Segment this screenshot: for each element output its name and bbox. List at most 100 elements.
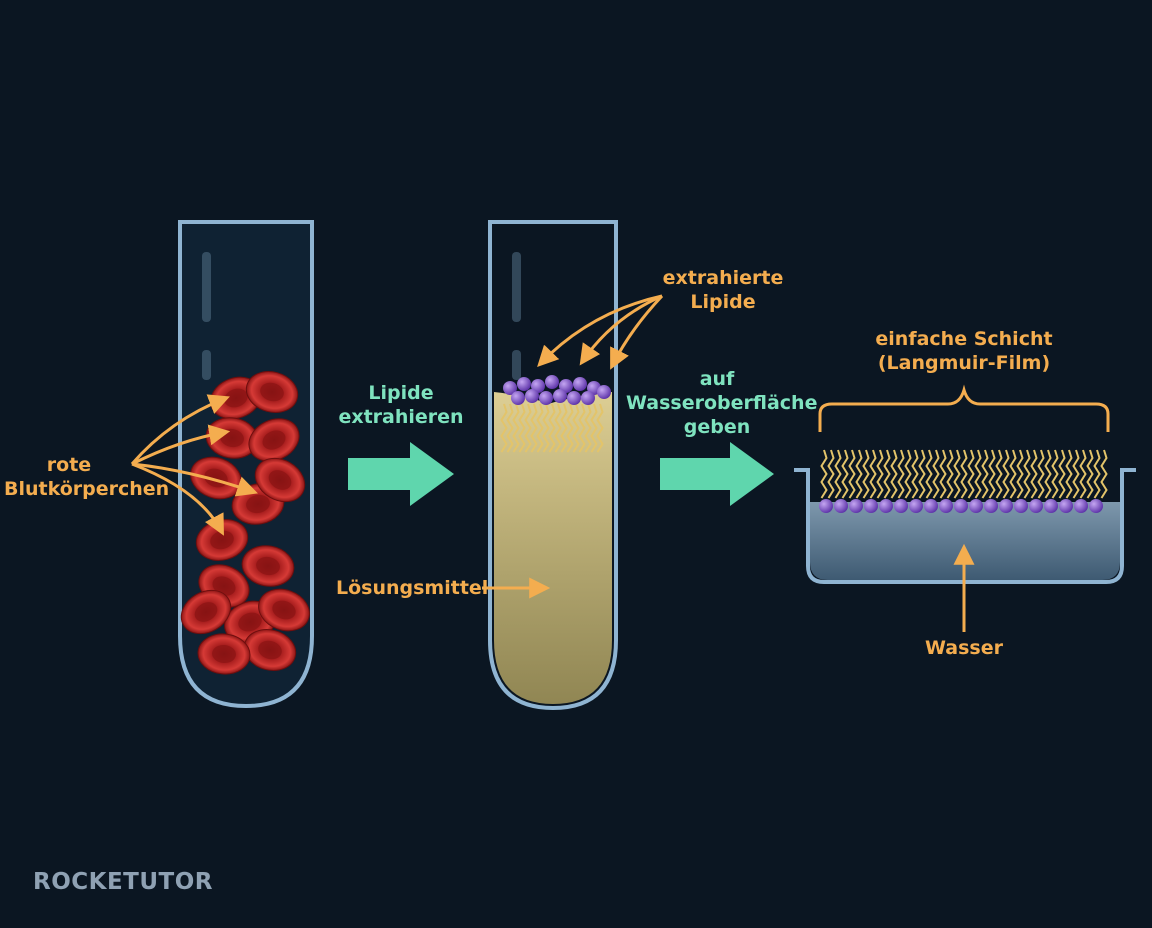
monolayer-tail — [1002, 449, 1010, 499]
lipid-head — [553, 389, 567, 403]
monolayer-head — [1029, 499, 1043, 513]
lipid-head — [545, 375, 559, 389]
extracted-lipid-heads — [503, 375, 611, 405]
lipid-tails-in-solvent — [500, 403, 604, 453]
cell-dimple — [238, 612, 262, 632]
brand-logo: ROCKETUTOR — [33, 869, 213, 895]
monolayer-heads — [819, 499, 1103, 513]
monolayer-head — [909, 499, 923, 513]
label-water: Wasser — [925, 637, 1003, 659]
cell-dimple — [272, 600, 296, 620]
lipid-head — [573, 377, 587, 391]
monolayer-tail — [1016, 449, 1024, 499]
lipid-head — [597, 385, 611, 399]
step-arrow-2 — [660, 442, 774, 506]
lipid-pointer-arrows — [537, 294, 664, 370]
red-blood-cell — [241, 545, 295, 587]
lipid-tail — [596, 403, 604, 453]
cell-dimple — [212, 644, 236, 664]
cell-dimple — [262, 430, 286, 450]
lipid-tail — [578, 403, 586, 453]
monolayer-head — [984, 499, 998, 513]
monolayer-head — [1089, 499, 1103, 513]
monolayer-head — [834, 499, 848, 513]
monolayer-tail — [932, 449, 940, 499]
lipid-tail — [548, 403, 556, 453]
test-tube-solvent — [488, 220, 618, 711]
monolayer-tail — [918, 449, 926, 499]
label-monolayer: einfache Schicht(Langmuir-Film) — [875, 328, 1053, 374]
cell-dimple — [194, 602, 218, 622]
red-blood-cell — [197, 633, 251, 675]
cell-dimple — [268, 470, 292, 490]
monolayer-head — [894, 499, 908, 513]
monolayer-tail — [974, 449, 982, 499]
lipid-head — [511, 391, 525, 405]
cell-dimple — [246, 494, 270, 514]
monolayer-tail — [1086, 449, 1094, 499]
monolayer-tail — [1058, 449, 1066, 499]
monolayer-head — [879, 499, 893, 513]
cell-dimple — [258, 640, 282, 660]
cell-dimple — [224, 388, 248, 408]
monolayer-tail — [869, 449, 877, 499]
lipid-tail — [590, 403, 598, 453]
monolayer-head — [939, 499, 953, 513]
monolayer-head — [1059, 499, 1073, 513]
monolayer-tail — [988, 449, 996, 499]
monolayer-head — [999, 499, 1013, 513]
lipid-tail — [560, 403, 568, 453]
monolayer-tail — [1072, 449, 1080, 499]
monolayer-tail — [960, 449, 968, 499]
monolayer-tail — [841, 449, 849, 499]
red-blood-cell — [245, 371, 299, 413]
monolayer-head — [1044, 499, 1058, 513]
lipid-tail — [518, 403, 526, 453]
monolayer-tail — [827, 449, 835, 499]
step-arrow-1 — [348, 442, 454, 506]
monolayer-tail — [834, 449, 842, 499]
monolayer-head — [849, 499, 863, 513]
test-tube-blood — [178, 220, 314, 709]
monolayer-head — [924, 499, 938, 513]
monolayer-tail — [1065, 449, 1073, 499]
rbc-pointer-arrows — [130, 394, 258, 536]
lipid-tail — [542, 403, 550, 453]
monolayer-head — [819, 499, 833, 513]
monolayer-tail — [925, 449, 933, 499]
monolayer-tail — [820, 449, 828, 499]
monolayer-tail — [1023, 449, 1031, 499]
lipid-tail — [584, 403, 592, 453]
lipid-head — [539, 391, 553, 405]
label-solvent: Lösungsmittel — [336, 577, 489, 599]
monolayer-tail — [1037, 449, 1045, 499]
monolayer-tail — [1009, 449, 1017, 499]
lipid-tail — [554, 403, 562, 453]
monolayer-tail — [1051, 449, 1059, 499]
monolayer-tail — [981, 449, 989, 499]
monolayer-tail — [855, 449, 863, 499]
red-blood-cell — [254, 457, 306, 503]
lipid-head — [517, 377, 531, 391]
monolayer-tail — [904, 449, 912, 499]
monolayer-brace — [818, 384, 1110, 432]
monolayer-tail — [897, 449, 905, 499]
red-blood-cell — [258, 588, 310, 632]
monolayer-head — [864, 499, 878, 513]
monolayer-tail — [967, 449, 975, 499]
monolayer-tail — [911, 449, 919, 499]
lipid-tail — [572, 403, 580, 453]
lipid-head — [581, 391, 595, 405]
monolayer-head — [954, 499, 968, 513]
red-blood-cell — [248, 418, 300, 462]
monolayer-tail — [1044, 449, 1052, 499]
red-blood-cells — [180, 371, 310, 675]
red-blood-cell — [180, 589, 232, 635]
lipid-tail — [536, 403, 544, 453]
lipid-tail — [530, 403, 538, 453]
